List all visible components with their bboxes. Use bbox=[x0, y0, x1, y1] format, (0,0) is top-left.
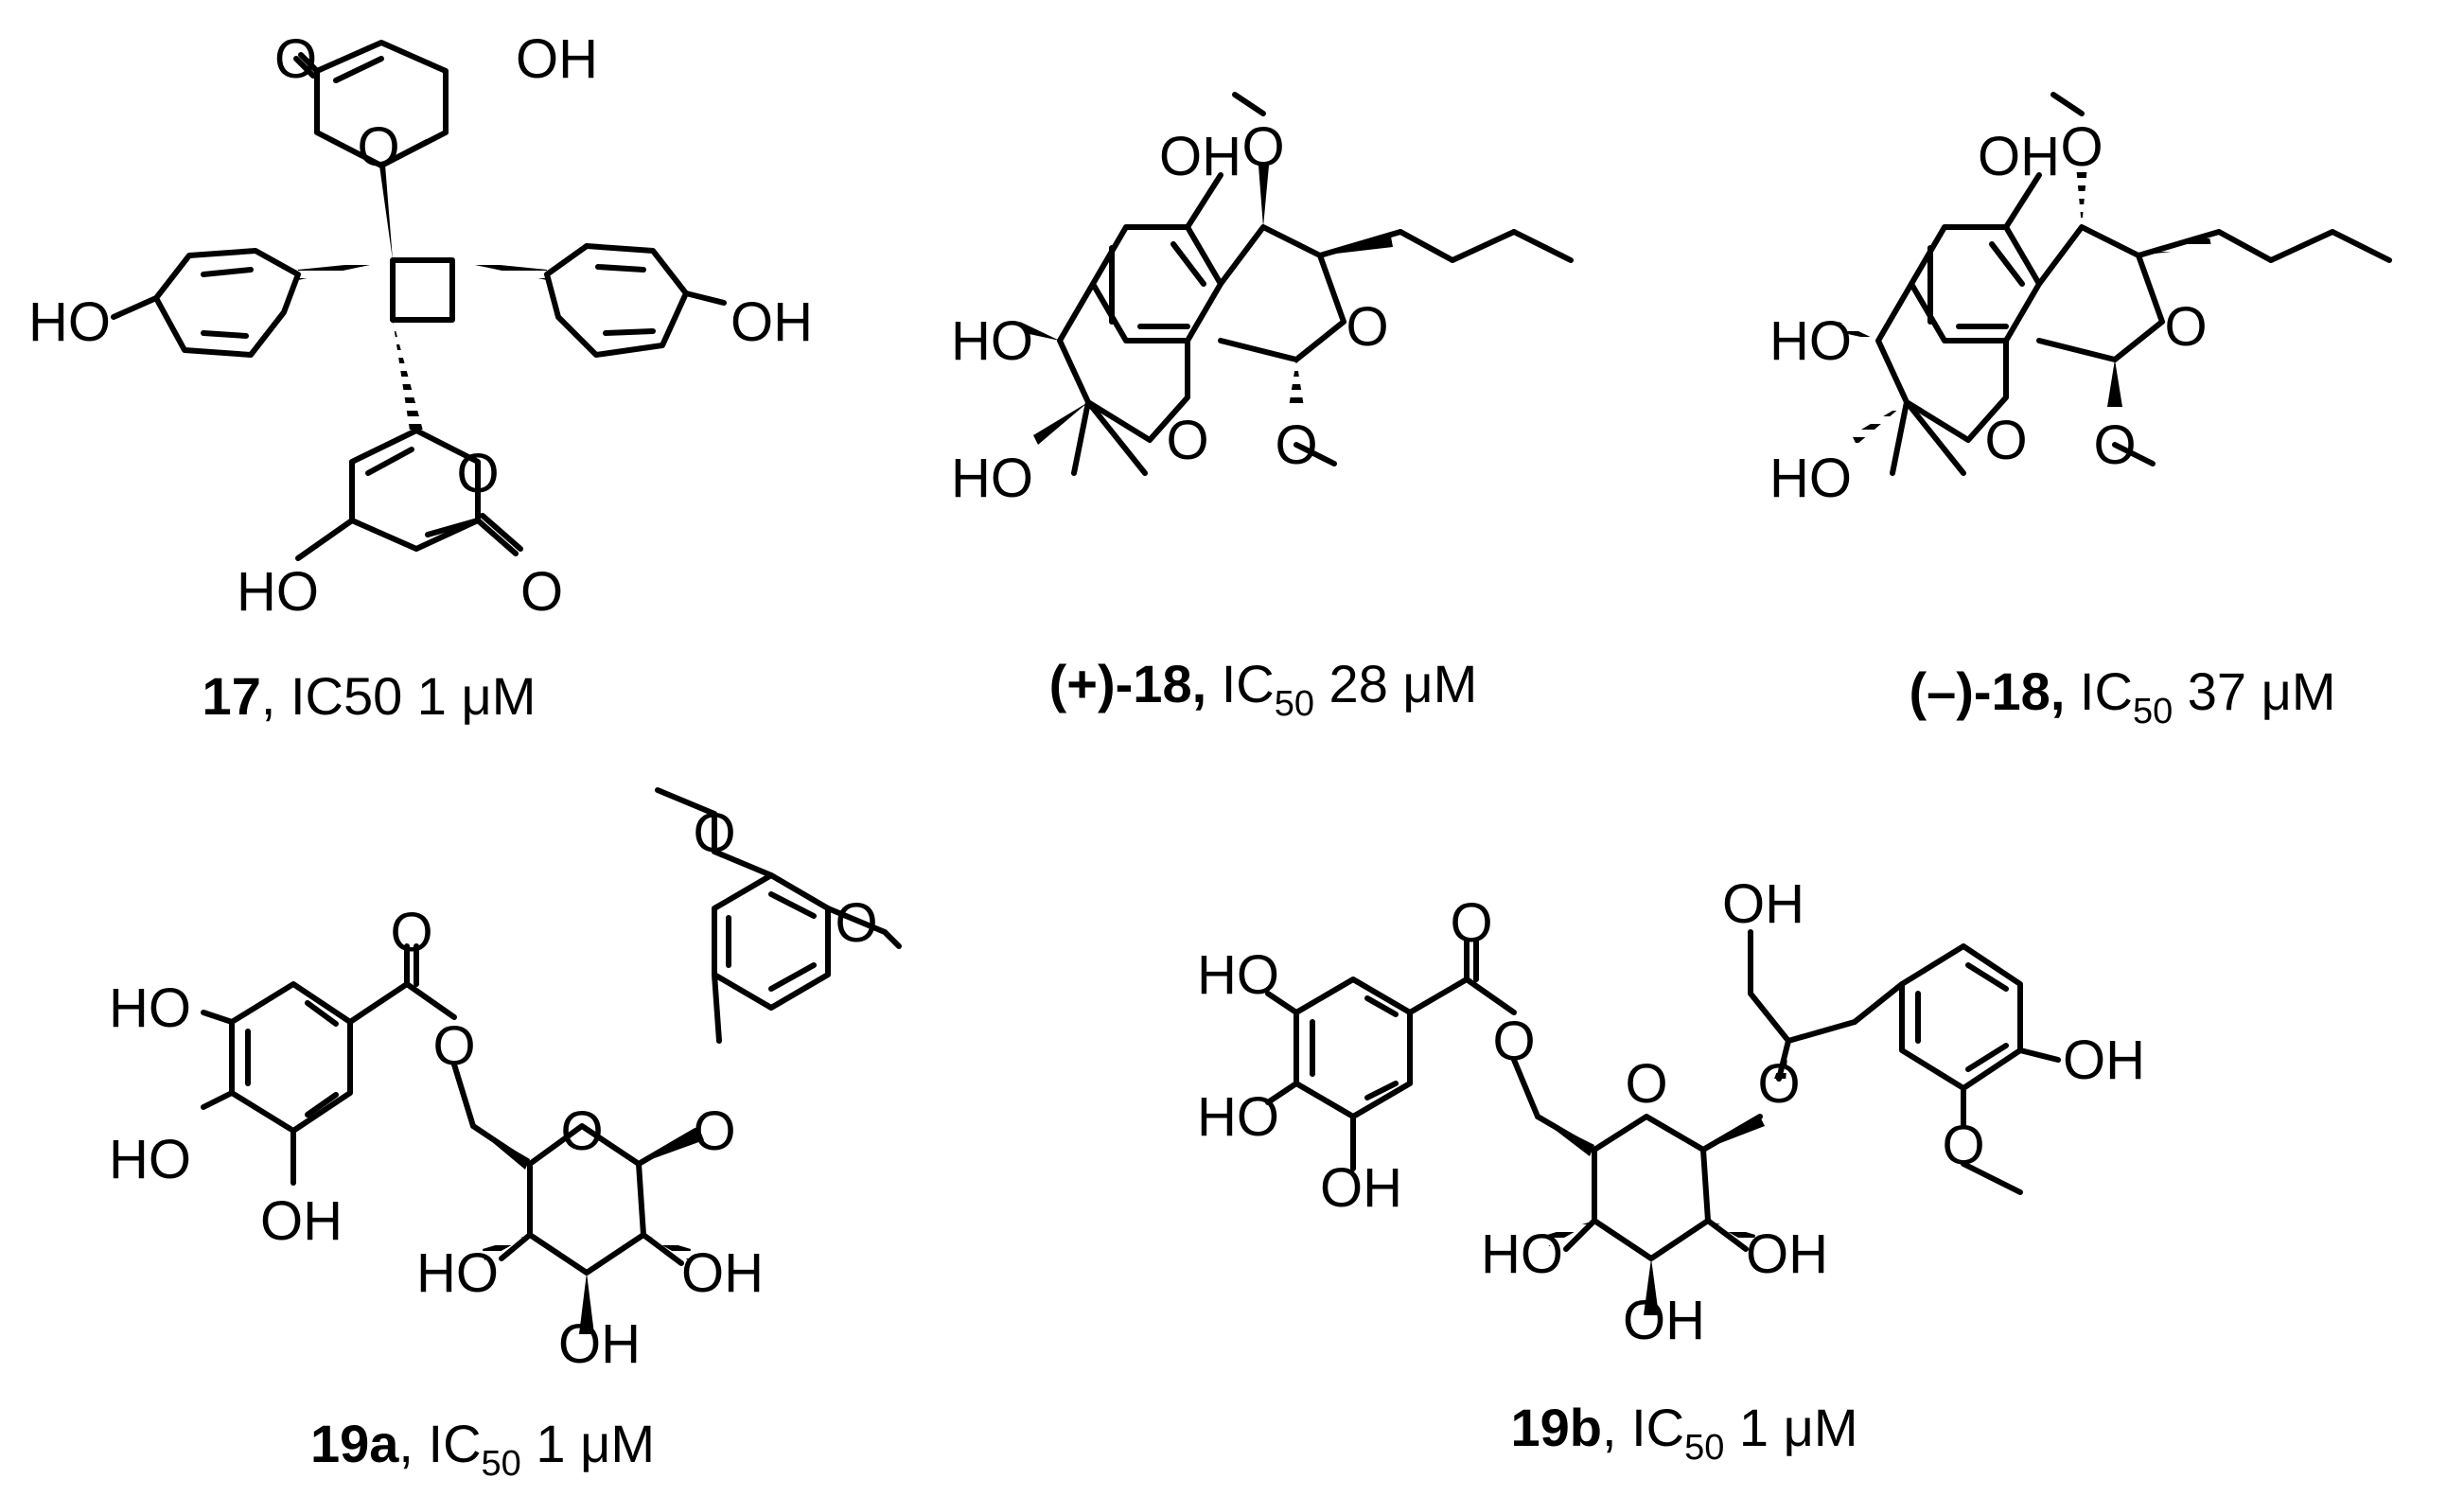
atom-oh: OH bbox=[2063, 1030, 2145, 1091]
atom-o: O bbox=[560, 1100, 603, 1162]
structure-19b: HO HO OH O O O O OH HO OH OH OH O bbox=[1197, 873, 2145, 1351]
atom-o: O bbox=[1241, 116, 1284, 178]
atom-o: O bbox=[1757, 1053, 1800, 1115]
atom-o: O bbox=[2093, 414, 2136, 476]
atom-ho: HO bbox=[237, 561, 319, 623]
atom-o: O bbox=[1450, 892, 1492, 954]
structure-plus-18: OH O O HO HO O O bbox=[951, 92, 1574, 509]
atom-ho: HO bbox=[1197, 944, 1279, 1006]
atom-o: O bbox=[835, 892, 877, 954]
atom-o: O bbox=[1625, 1053, 1667, 1115]
atom-ho: HO bbox=[1769, 310, 1852, 372]
atom-oh: OH bbox=[1978, 126, 2060, 187]
atom-oh: OH bbox=[730, 291, 813, 353]
caption-19a: 19a, IC50 1 μM bbox=[310, 1414, 655, 1484]
atom-ho: HO bbox=[109, 977, 191, 1039]
atom-o: O bbox=[2060, 116, 2103, 178]
atom-o: O bbox=[2164, 296, 2207, 358]
atom-oh: OH bbox=[1159, 126, 1241, 187]
caption-19b: 19b, IC50 1 μM bbox=[1510, 1398, 1857, 1468]
atom-o: O bbox=[274, 28, 317, 90]
atom-oh: OH bbox=[260, 1190, 343, 1252]
caption-17: 17, IC50 1 μM bbox=[202, 666, 537, 726]
atom-o: O bbox=[1942, 1115, 1984, 1176]
atom-oh: OH bbox=[1320, 1157, 1402, 1219]
atom-oh: OH bbox=[681, 1242, 764, 1304]
atom-o: O bbox=[1492, 1011, 1535, 1072]
atom-o: O bbox=[390, 902, 432, 963]
atom-o: O bbox=[432, 1015, 475, 1077]
atom-o: O bbox=[520, 561, 563, 623]
atom-ho: HO bbox=[109, 1129, 191, 1190]
atom-o: O bbox=[693, 802, 735, 864]
atom-o: O bbox=[1166, 410, 1208, 471]
atom-o: O bbox=[1346, 296, 1388, 358]
atom-ho: HO bbox=[951, 310, 1033, 372]
structure-minus-18: OH O O HO HO O O bbox=[1769, 92, 2392, 509]
atom-oh: OH bbox=[1746, 1223, 1828, 1285]
atom-oh: OH bbox=[558, 1313, 641, 1375]
atom-ho: HO bbox=[416, 1242, 499, 1304]
atom-o: O bbox=[357, 116, 399, 178]
atom-oh: OH bbox=[516, 28, 598, 90]
atom-o: O bbox=[456, 443, 499, 504]
atom-oh: OH bbox=[1722, 873, 1804, 935]
caption-plus-18: (+)-18, IC50 28 μM bbox=[1049, 654, 1478, 724]
atom-o: O bbox=[1275, 414, 1317, 476]
atom-ho: HO bbox=[28, 291, 111, 353]
atom-ho: HO bbox=[1481, 1223, 1563, 1285]
atom-ho: HO bbox=[1197, 1086, 1279, 1148]
caption-minus-18: (–)-18, IC50 37 μM bbox=[1909, 661, 2335, 731]
atom-ho: HO bbox=[1769, 448, 1852, 509]
structure-19a: HO HO OH O O O O O O HO OH OH bbox=[109, 787, 902, 1375]
atom-o: O bbox=[693, 1100, 735, 1162]
atom-o: O bbox=[1984, 410, 2027, 471]
structure-17: O OH O HO OH O HO O bbox=[28, 28, 813, 623]
atom-oh: OH bbox=[1623, 1290, 1705, 1351]
atom-ho: HO bbox=[951, 448, 1033, 509]
